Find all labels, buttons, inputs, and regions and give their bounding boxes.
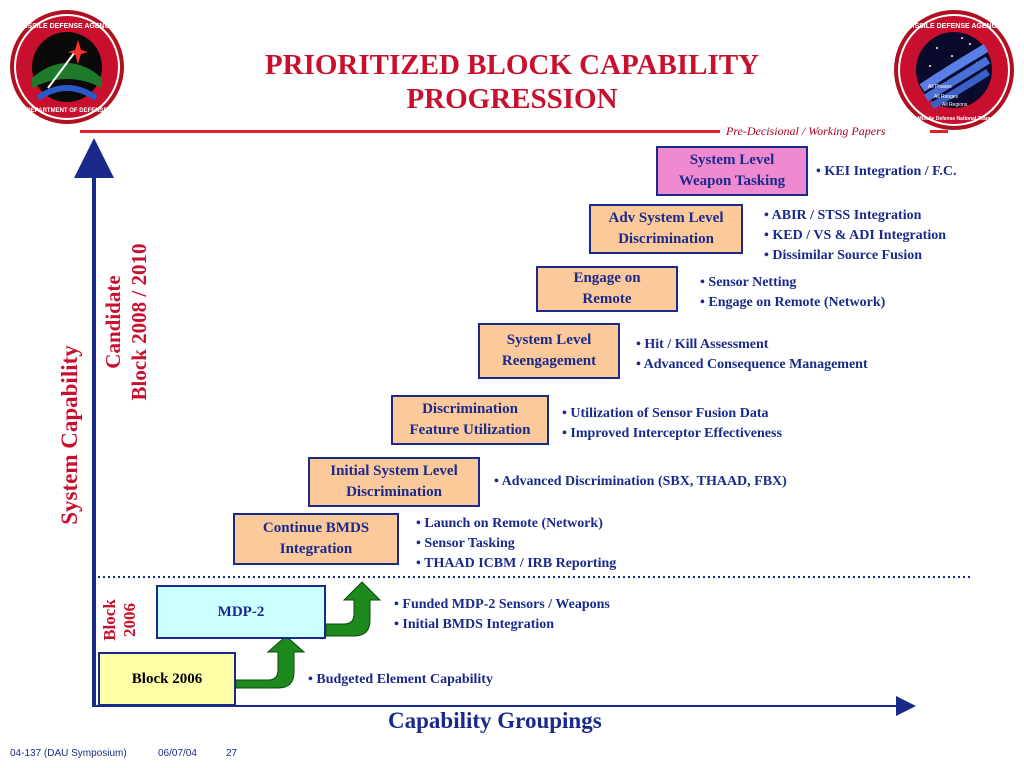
bullet-item: • Sensor Tasking: [416, 536, 515, 551]
step-label-1: Discrimination: [422, 401, 518, 417]
step-label-2: Remote: [582, 291, 632, 307]
candidate-line-2: Block 2008 / 2010: [127, 243, 151, 401]
bullet-item: • Hit / Kill Assessment: [636, 337, 769, 352]
candidate-line-1: Candidate: [101, 275, 125, 369]
step-label-1: System Level: [689, 152, 775, 168]
bullets-initial-discrimination: • Advanced Discrimination (SBX, THAAD, F…: [494, 472, 787, 492]
logo-right-band-2: All Ranges: [934, 94, 959, 100]
bullet-item: • Funded MDP-2 Sensors / Weapons: [394, 597, 610, 612]
step-label-1: Continue BMDS: [262, 520, 370, 536]
block-line-1: Block: [100, 599, 119, 641]
header-divider: [80, 130, 720, 133]
step-label-2: Weapon Tasking: [678, 173, 786, 189]
bullet-item: • Dissimilar Source Fusion: [764, 248, 923, 263]
logo-left-bottom-text: DEPARTMENT OF DEFENSE: [26, 108, 107, 114]
bullet-item: • Launch on Remote (Network): [416, 516, 603, 531]
bullet-item: • Sensor Netting: [700, 275, 797, 290]
y-axis-label: System Capability: [57, 345, 82, 525]
step-box-continue-bmds: Continue BMDS Integration: [233, 513, 399, 565]
step-label-2: Feature Utilization: [409, 422, 531, 438]
bullet-item: • Advanced Discrimination (SBX, THAAD, F…: [494, 474, 787, 489]
bullets-mdp-2: • Funded MDP-2 Sensors / Weapons • Initi…: [394, 595, 610, 635]
step-label-2: Discrimination: [346, 484, 442, 500]
block-2006-label: Block 2006: [100, 580, 140, 660]
bullets-weapon-tasking: • KEI Integration / F.C.: [816, 162, 957, 182]
bullets-adv-discrimination: • ABIR / STSS Integration • KED / VS & A…: [764, 206, 946, 266]
bullets-discrimination-feature: • Utilization of Sensor Fusion Data • Im…: [562, 404, 782, 444]
mda-logo-left: MISSILE DEFENSE AGENCY DEPARTMENT OF DEF…: [10, 10, 124, 124]
logo-right-band-1: All Phases: [928, 84, 952, 90]
footer-doc-id: 04-137 (DAU Symposium): [10, 748, 127, 759]
step-box-adv-discrimination: Adv System Level Discrimination: [589, 204, 743, 254]
bullet-item: • KEI Integration / F.C.: [816, 164, 957, 179]
step-label: Block 2006: [131, 670, 203, 687]
step-label-1: System Level: [506, 332, 592, 348]
bullets-block-2006: • Budgeted Element Capability: [308, 670, 493, 690]
bullet-item: • Initial BMDS Integration: [394, 617, 555, 632]
bullet-item: • KED / VS & ADI Integration: [764, 228, 946, 243]
step-label-2: Reengagement: [501, 353, 597, 369]
step-label-1: Adv System Level: [608, 210, 724, 226]
step-label-1: Initial System Level: [330, 463, 458, 479]
title-line-2: PROGRESSION: [406, 83, 618, 115]
bullet-item: • Improved Interceptor Effectiveness: [562, 426, 782, 441]
bullets-engage-on-remote: • Sensor Netting • Engage on Remote (Net…: [700, 273, 885, 313]
bullet-item: • Advanced Consequence Management: [636, 357, 868, 372]
step-label-2: Discrimination: [618, 231, 714, 247]
step-label-2: Integration: [279, 541, 353, 557]
logo-left-ring-text: MISSILE DEFENSE AGENCY: [20, 23, 115, 30]
footer-page-number: 27: [226, 748, 238, 759]
title-line-1: PRIORITIZED BLOCK CAPABILITY: [264, 49, 760, 81]
pre-decisional-label: Pre-Decisional / Working Papers: [726, 124, 886, 138]
footer-date: 06/07/04: [158, 748, 197, 759]
bullets-continue-bmds: • Launch on Remote (Network) • Sensor Ta…: [416, 514, 616, 574]
step-label-1: Engage on: [573, 270, 641, 286]
x-axis-label: Capability Groupings: [388, 708, 602, 733]
step-box-initial-discrimination: Initial System Level Discrimination: [308, 457, 480, 507]
step-box-discrimination-feature: Discrimination Feature Utilization: [391, 395, 549, 445]
block-line-2: 2006: [120, 603, 139, 637]
bullet-item: • Utilization of Sensor Fusion Data: [562, 406, 769, 421]
logo-right-ring-text: MISSILE DEFENSE AGENCY: [907, 23, 1002, 30]
step-label: MDP-2: [217, 603, 265, 620]
step-box-engage-on-remote: Engage on Remote: [536, 266, 678, 312]
step-box-mdp-2: MDP-2: [156, 585, 326, 639]
step-box-reengagement: System Level Reengagement: [478, 323, 620, 379]
step-box-block-2006: Block 2006: [98, 652, 236, 706]
header-divider-end: [930, 130, 948, 133]
bullets-reengagement: • Hit / Kill Assessment • Advanced Conse…: [636, 335, 868, 375]
bullet-item: • THAAD ICBM / IRB Reporting: [416, 556, 617, 571]
bullet-item: • Budgeted Element Capability: [308, 672, 493, 687]
logo-right-bottom-text: Missile Defense National Team: [918, 116, 991, 122]
bullet-item: • ABIR / STSS Integration: [764, 208, 922, 223]
bullet-item: • Engage on Remote (Network): [700, 295, 886, 310]
green-step-arrow-1: [235, 635, 306, 689]
logo-right-band-3: All Regions: [942, 102, 968, 108]
green-step-arrow-2: [325, 581, 382, 637]
step-box-weapon-tasking: System Level Weapon Tasking: [656, 146, 808, 196]
candidate-block-label: Candidate Block 2008 / 2010: [100, 192, 152, 452]
mda-logo-right: All Phases All Ranges All Regions MISSIL…: [894, 10, 1014, 130]
page-title: PRIORITIZED BLOCK CAPABILITY PROGRESSION: [0, 48, 1024, 116]
